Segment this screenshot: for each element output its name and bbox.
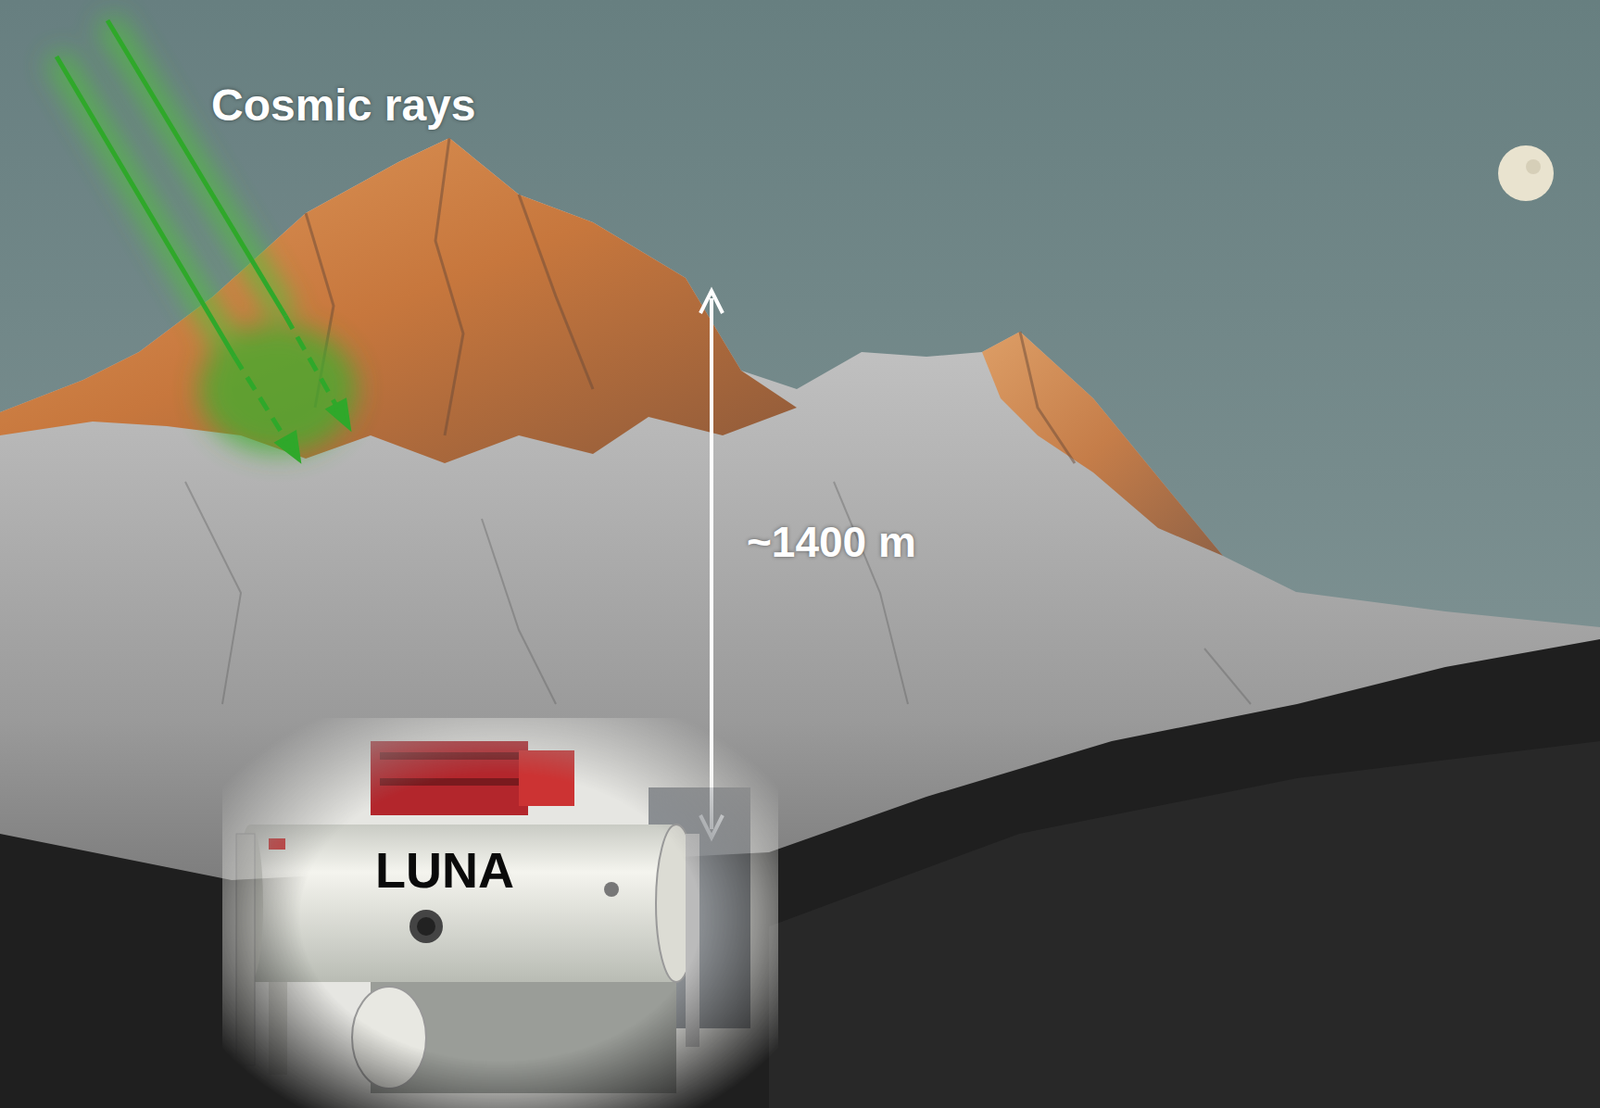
luna-label: LUNA — [375, 844, 515, 895]
cosmic-rays-label: Cosmic rays — [211, 83, 477, 128]
depth-label: ~1400 m — [746, 520, 917, 564]
